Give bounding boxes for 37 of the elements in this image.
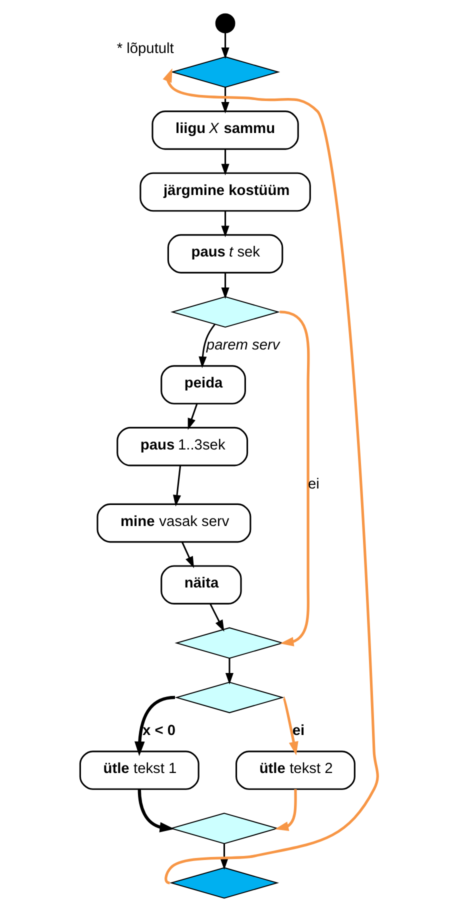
arrow [187,402,198,430]
node-diamond [174,626,284,658]
arrow [162,68,378,883]
arrow [282,696,298,755]
node-box: peida [160,364,246,404]
node-box: ütle tekst 2 [235,750,355,790]
node-box: liigu X sammu [151,110,298,150]
arrow [172,465,181,506]
node-box: järgmine kostüüm [139,172,310,212]
node-circle [214,12,235,33]
arrow [220,86,229,114]
node-box: näita [160,564,242,604]
node-box: mine vasak serv [96,502,251,542]
edge-label: parem serv [206,336,280,353]
arrow [220,32,229,59]
arrow [220,843,228,870]
arrow [224,658,234,684]
arrow [209,603,224,632]
node-box: ütle tekst 1 [78,750,199,790]
node-label: * lõputult [116,40,174,56]
node-diamond [170,296,280,328]
arrow [220,210,229,237]
arrow [279,310,310,646]
arrow [134,695,175,756]
arrow [198,323,216,368]
node-diamond [174,681,284,713]
arrow [180,541,194,568]
node-box: paus t sek [166,234,283,273]
arrow [274,788,296,830]
edge-label: ei [292,722,304,738]
arrow [220,272,229,298]
arrow [137,788,174,832]
edge-label: x < 0 [142,722,176,738]
arrow [220,148,229,175]
node-box: paus 1..3sek [116,426,248,466]
node-diamond [168,866,279,898]
node-diamond [170,56,280,88]
